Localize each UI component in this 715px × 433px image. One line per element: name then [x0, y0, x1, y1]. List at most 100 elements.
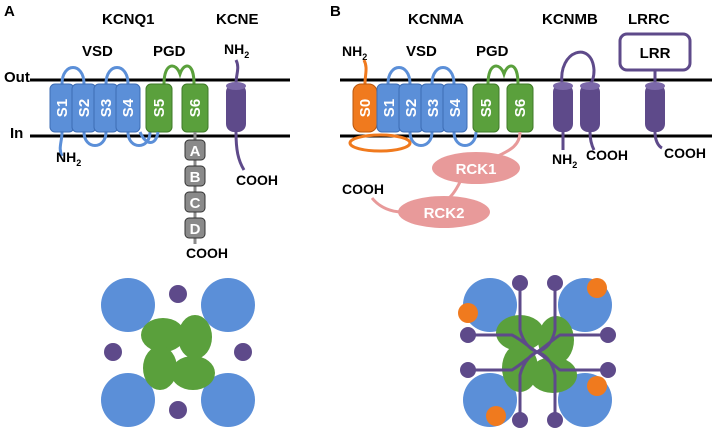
kcnmb-label: KCNMB: [542, 11, 598, 28]
kcnmb-extracellular-loop: [560, 50, 596, 86]
kcnma-tetramer-top-view: [458, 275, 616, 428]
segment-s3-label-b: S3: [425, 99, 442, 117]
kcnmb-helix-1-top: [553, 82, 573, 90]
kcnmb-dot-right-top-b: [600, 327, 616, 343]
segment-s6-label-a: S6: [187, 99, 204, 117]
lrrc-c-tail: [653, 131, 663, 150]
helix-a: [184, 139, 206, 161]
n-terminus-a: NH2: [56, 149, 81, 168]
kcnmb-c-tail: [588, 131, 596, 151]
s0-dot-tr-b: [587, 278, 607, 298]
kcnmb-helix-1: [553, 84, 573, 132]
vsd-label-a: VSD: [82, 43, 113, 60]
kcnmb-helix-2: [580, 84, 600, 132]
pore-ellipse-1-a: [141, 318, 185, 352]
vsd-loops-a: [60, 66, 152, 147]
pgd-label-a: PGD: [153, 43, 186, 60]
pore-ellipse-3-a: [143, 346, 177, 390]
lrrc-label: LRRC: [628, 11, 670, 28]
helix-d-label: D: [190, 221, 201, 238]
s0-dot-tl-b: [458, 303, 478, 323]
n-tail-a: [58, 131, 64, 157]
segment-s5-b: [472, 83, 500, 133]
segment-s1-label-b: S1: [381, 99, 398, 117]
out-label: Out: [4, 69, 30, 86]
kcne-n-tail: [234, 59, 240, 85]
segment-s4-label-b: S4: [447, 98, 464, 117]
segment-s1-label-a: S1: [54, 99, 71, 117]
segment-s0-label-b: S0: [357, 99, 374, 117]
panel-a-letter: A: [4, 3, 15, 20]
pgd-label-b: PGD: [476, 43, 509, 60]
pore-ellipse-4-a: [171, 356, 215, 390]
segment-s5-label-b: S5: [478, 99, 495, 117]
kcne-dot-right-a: [234, 343, 252, 361]
rck2-label: RCK2: [424, 205, 465, 222]
in-label: In: [10, 125, 23, 142]
kcnmb-lines-b: [468, 283, 608, 420]
vsd-loops-b: [386, 66, 478, 147]
lrrc-helix: [645, 84, 665, 132]
rck2-domain: [398, 196, 490, 228]
kcne-label: KCNE: [216, 11, 259, 28]
kcnmb-dot-left-bottom-b: [460, 362, 476, 378]
segment-s5-a: [145, 83, 173, 133]
vsd-label-b: VSD: [406, 43, 437, 60]
lrrc-c-terminus: COOH: [664, 145, 706, 161]
segment-s4-label-a: S4: [120, 98, 137, 117]
helix-b: [184, 165, 206, 187]
c-terminus-a: COOH: [186, 245, 228, 261]
panel-b-letter: B: [330, 3, 341, 20]
rck1-label: RCK1: [456, 161, 497, 178]
kcnma-label: KCNMA: [408, 11, 464, 28]
segment-s2-label-a: S2: [76, 99, 93, 117]
s0-intracellular-loop: [348, 133, 412, 153]
helix-d: [184, 217, 206, 239]
segment-s2-label-b: S2: [403, 99, 420, 117]
s0-dot-bl-b: [486, 406, 506, 426]
vsd-circle-tl-b: [463, 278, 517, 332]
kcnmb-dot-top-right-b: [547, 275, 563, 291]
helix-c-label: C: [190, 195, 201, 212]
vsd-circle-tl-a: [101, 278, 155, 332]
kcnmb-c-terminus: COOH: [586, 147, 628, 163]
helix-c: [184, 191, 206, 213]
kcnmb-n-terminus: NH2: [552, 151, 577, 170]
kcnmb-helix-2-top: [580, 82, 600, 90]
vsd-circle-br-a: [201, 373, 255, 427]
kcnmb-dot-top-left-b: [512, 275, 528, 291]
s4-s5-linker-a: [138, 131, 160, 144]
lrr-box-label: LRR: [640, 45, 671, 62]
kcne-dot-top-a: [169, 285, 187, 303]
vsd-circle-tr-a: [201, 278, 255, 332]
rck2-c-tail: [370, 197, 403, 214]
c-terminus-b: COOH: [342, 181, 384, 197]
pore-ellipse-2-b: [538, 316, 574, 364]
kcnq1-label: KCNQ1: [102, 11, 155, 28]
segment-s4-a: [115, 83, 141, 133]
segment-s4-b: [442, 83, 468, 133]
helix-a-label: A: [190, 143, 201, 160]
panel-b: B KCNMA KCNMB LRRC VSD PGD NH2 S0 S1 S2 …: [330, 3, 712, 428]
kcne-helix: [226, 84, 246, 132]
segment-s3-label-a: S3: [98, 99, 115, 117]
s0-dot-br-b: [587, 376, 607, 396]
s0-n-tail: [362, 59, 368, 85]
kcne-dot-bottom-a: [169, 401, 187, 419]
pore-loop-a: [162, 64, 196, 85]
helix-b-label: B: [190, 169, 201, 186]
lrrc-helix-top: [645, 82, 665, 90]
pore-loop-b: [486, 64, 520, 85]
pore-ellipse-4-b: [529, 357, 577, 393]
pore-ellipse-2-a: [178, 315, 212, 359]
vsd-circle-bl-a: [101, 373, 155, 427]
segment-s6-label-b: S6: [512, 99, 529, 117]
kcnmb-dot-left-top-b: [460, 327, 476, 343]
rck1-domain: [432, 152, 520, 184]
kcne-c-terminus: COOH: [236, 172, 278, 188]
kcne-c-tail: [234, 131, 246, 171]
kcne-helix-top: [226, 82, 246, 90]
kcnmb-dot-bottom-left-b: [512, 412, 528, 428]
kcnmb-dot-right-bottom-b: [600, 362, 616, 378]
